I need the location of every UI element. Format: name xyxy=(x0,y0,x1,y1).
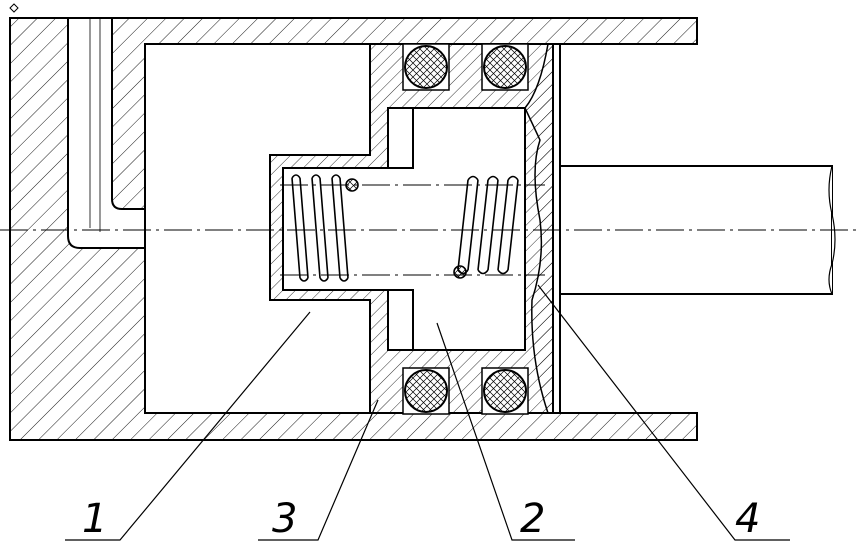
fluid-channel xyxy=(67,17,146,249)
callout-part-3: 3 xyxy=(272,496,297,542)
callout-part-2: 2 xyxy=(520,496,545,542)
plunger-cavity xyxy=(282,107,526,351)
callout-part-4: 4 xyxy=(735,496,760,542)
center-lines xyxy=(0,184,857,276)
o-rings xyxy=(402,43,529,415)
plunger-outline xyxy=(388,107,414,351)
left-spring xyxy=(291,174,359,282)
rod-section xyxy=(524,43,554,414)
corner-mark xyxy=(9,3,19,13)
right-spring xyxy=(453,175,519,279)
callout-part-1: 1 xyxy=(82,496,107,542)
leader-lines xyxy=(65,284,790,541)
